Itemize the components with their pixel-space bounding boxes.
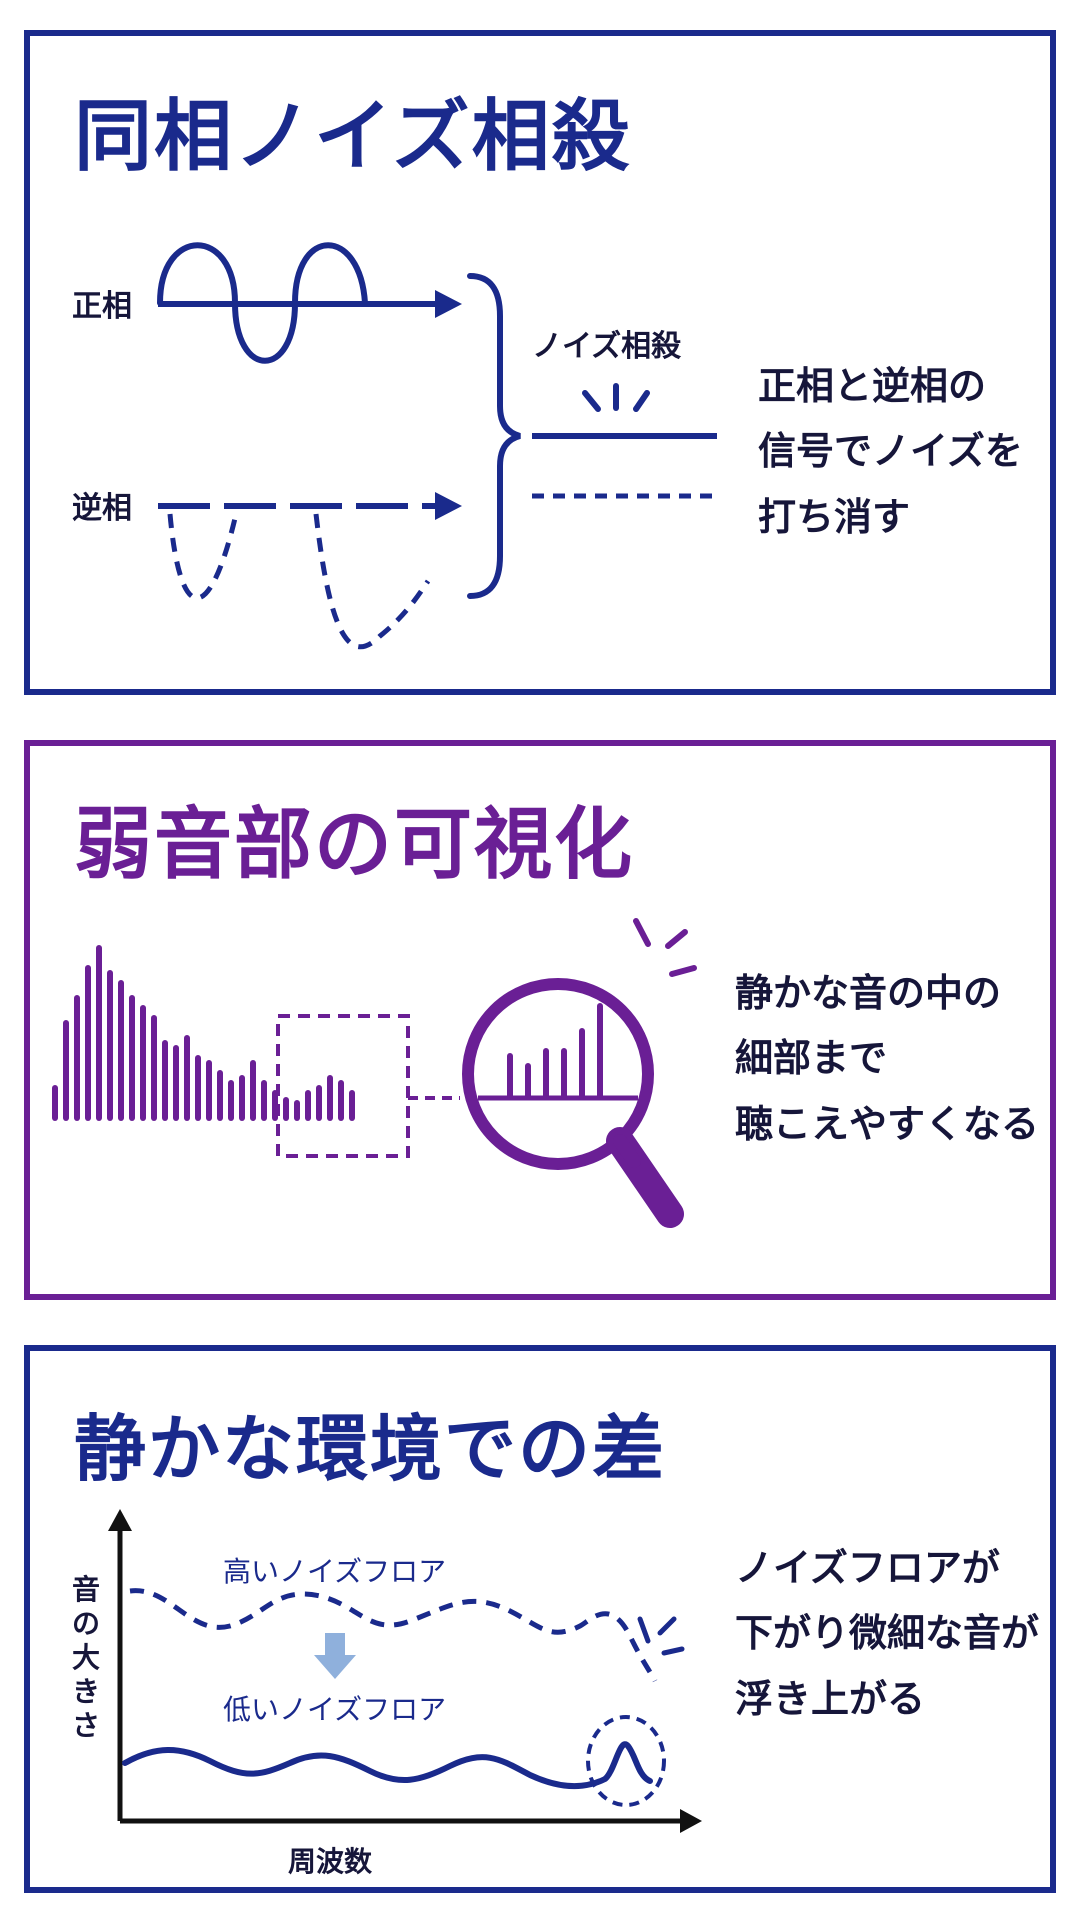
label-low-noise-floor: 低いノイズフロア [223, 1693, 446, 1726]
arrow-head-icon [435, 290, 462, 318]
highlight-circle [586, 1715, 666, 1807]
svg-text:き: き [72, 1675, 100, 1708]
arrow-head-icon [680, 1809, 702, 1833]
high-noise-floor-curve [129, 1588, 658, 1683]
sparkle-icon [633, 918, 697, 977]
negative-phase-wave [158, 492, 462, 650]
y-axis-label: 音 の 大 き さ [72, 1573, 100, 1742]
phase-cancel-diagram: 正相 逆相 ノイズ相殺 [72, 242, 717, 650]
panel-title: 静かな環境での差 [74, 1407, 667, 1491]
panel-title: 同相ノイズ相殺 [74, 92, 632, 182]
svg-text:さ: さ [72, 1709, 100, 1742]
label-noise-cancel: ノイズ相殺 [532, 329, 682, 364]
panel2-description: 静かな音の中の 細部まで 聴こえやすくなる [735, 971, 1040, 1146]
focus-box [276, 1014, 410, 1158]
arrow-head-icon [435, 492, 462, 520]
arrow-head-icon [108, 1509, 132, 1531]
noise-floor-graph: 音 の 大 き さ 周波数 高いノイズフロア 低いノイズフロア [72, 1509, 702, 1878]
positive-phase-wave [157, 242, 462, 364]
label-positive-phase: 正相 [72, 289, 132, 324]
panel-common-mode-noise-cancel: 同相ノイズ相殺 正相 逆相 ノイズ相殺 正相と逆相の [24, 30, 1056, 695]
x-axis-label: 周波数 [288, 1845, 373, 1878]
svg-text:音: 音 [72, 1573, 100, 1606]
label-negative-phase: 逆相 [72, 491, 132, 526]
sparkle-icon [582, 383, 650, 412]
panel3-description: ノイズフロアが 下がり微細な音が 浮き上がる [735, 1546, 1040, 1721]
low-noise-floor-curve [122, 1741, 653, 1790]
panel-title: 弱音部の可視化 [74, 800, 635, 890]
graph-axes [108, 1509, 702, 1833]
waveform-magnifier-diagram [52, 918, 697, 1228]
waveform-bars [52, 945, 355, 1121]
sparkle-icon [637, 1616, 685, 1656]
down-arrow-icon [314, 1633, 356, 1679]
svg-text:大: 大 [72, 1641, 100, 1674]
panel-quiet-detail-visualization: 弱音部の可視化 静かな音の中の 細部まで 聴こえやすくなる [24, 740, 1056, 1300]
panel-quiet-environment-difference: 静かな環境での差 音 の 大 き さ 周波数 高いノイズフロア [24, 1345, 1056, 1893]
merge-brace [467, 273, 521, 599]
panel1-description: 正相と逆相の 信号でノイズを 打ち消す [758, 364, 1023, 539]
label-high-noise-floor: 高いノイズフロア [223, 1555, 446, 1588]
magnifier-icon [462, 978, 684, 1228]
svg-text:の: の [72, 1607, 100, 1640]
